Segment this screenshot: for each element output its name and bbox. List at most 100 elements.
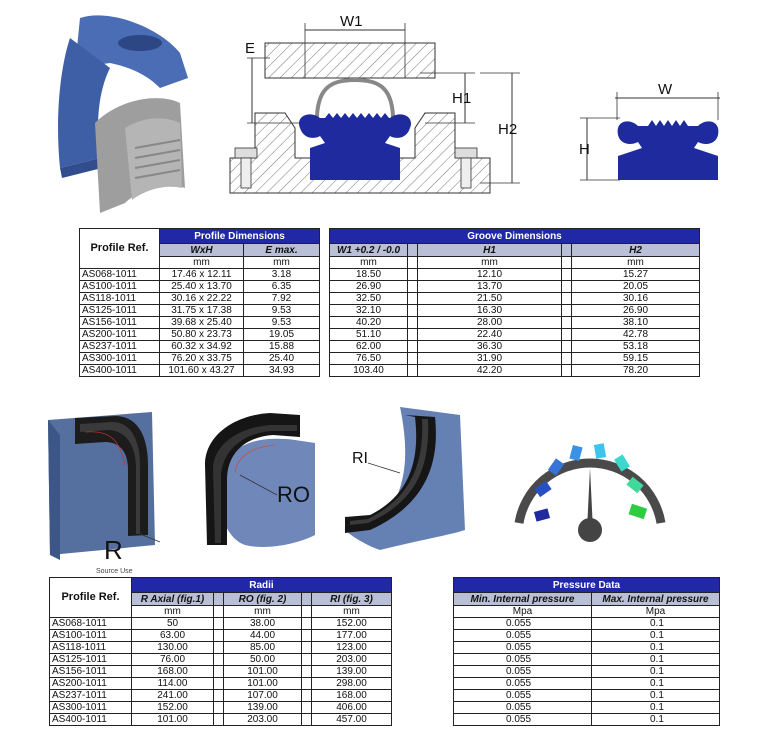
unit-cell: mm xyxy=(417,256,562,269)
spacer-cell xyxy=(561,328,572,341)
spacer-cell xyxy=(561,268,572,281)
table-cell: 0.055 xyxy=(453,629,592,642)
spacer-cell xyxy=(301,641,312,654)
table-cell: 114.00 xyxy=(131,677,214,690)
spacer-cell xyxy=(213,701,224,714)
spacer-cell xyxy=(213,665,224,678)
table-cell: 101.00 xyxy=(131,713,214,726)
spacer-cell xyxy=(213,713,224,726)
profile-ref-cell: AS400-1011 xyxy=(49,713,132,726)
spacer-cell xyxy=(213,641,224,654)
unit-cell: mm xyxy=(329,256,408,269)
profile-ref-cell: AS068-1011 xyxy=(49,617,132,630)
profile-ref-cell: AS237-1011 xyxy=(49,689,132,702)
table-cell: 60.32 x 34.92 xyxy=(159,340,244,353)
spacer-cell xyxy=(213,677,224,690)
fig1-axial-radius-render: R Source Use xyxy=(48,412,161,575)
profile-ref-cell: AS068-1011 xyxy=(79,268,160,281)
spacer-cell xyxy=(320,281,330,293)
unit-cell: mm xyxy=(571,256,700,269)
profile-ref-header: Profile Ref. xyxy=(79,228,160,269)
spacer-cell xyxy=(407,340,418,353)
col-header: RO (fig. 2) xyxy=(223,592,302,606)
spacer-cell xyxy=(301,653,312,666)
table-cell: 130.00 xyxy=(131,641,214,654)
table-cell: 0.055 xyxy=(453,617,592,630)
table-cell: 63.00 xyxy=(131,629,214,642)
profile-ref-cell: AS118-1011 xyxy=(79,292,160,305)
table-cell: 139.00 xyxy=(311,665,392,678)
spacer-cell xyxy=(407,364,418,377)
spacer-cell xyxy=(320,269,330,281)
table-cell: 0.1 xyxy=(591,653,720,666)
spacer-cell xyxy=(301,689,312,702)
profile-ref-cell: AS200-1011 xyxy=(49,677,132,690)
unit-cell: Mpa xyxy=(453,605,592,618)
table-cell: 241.00 xyxy=(131,689,214,702)
table-cell: 406.00 xyxy=(311,701,392,714)
table-cell: 18.50 xyxy=(329,268,408,281)
table-cell: 101.00 xyxy=(223,665,302,678)
spacer-cell xyxy=(407,316,418,329)
table-cell: 76.20 x 33.75 xyxy=(159,352,244,365)
table-cell: 9.53 xyxy=(243,316,320,329)
spacer-cell xyxy=(407,268,418,281)
table-cell: 44.00 xyxy=(223,629,302,642)
spacer-cell xyxy=(320,329,330,341)
spacer-cell xyxy=(213,689,224,702)
table-cell: 22.40 xyxy=(417,328,562,341)
table-cell: 26.90 xyxy=(329,280,408,293)
table-cell: 0.055 xyxy=(453,665,592,678)
col-header: RI (fig. 3) xyxy=(311,592,392,606)
col-header: H2 xyxy=(571,243,700,257)
spacer-cell xyxy=(301,617,312,630)
table-cell: 85.00 xyxy=(223,641,302,654)
spacer-cell xyxy=(213,617,224,630)
spacer-cell xyxy=(320,305,330,317)
spacer-cell xyxy=(320,317,330,329)
table-cell: 12.10 xyxy=(417,268,562,281)
spacer-cell xyxy=(407,280,418,293)
unit-cell: mm xyxy=(243,256,320,269)
table-cell: 0.055 xyxy=(453,653,592,666)
table-cell: 168.00 xyxy=(131,665,214,678)
table-cell: 0.1 xyxy=(591,641,720,654)
table-cell: 32.10 xyxy=(329,304,408,317)
label-w: W xyxy=(658,81,673,98)
table-cell: 152.00 xyxy=(131,701,214,714)
profile-ref-cell: AS118-1011 xyxy=(49,641,132,654)
table-cell: 9.53 xyxy=(243,304,320,317)
table-cell: 76.50 xyxy=(329,352,408,365)
table-cell: 0.1 xyxy=(591,689,720,702)
pressure-gauge-icon xyxy=(514,443,666,542)
radii-ref-header: Profile Ref. xyxy=(49,577,132,618)
radii-table: Profile Ref. Radii R Axial (fig.1) RO (f… xyxy=(49,577,392,726)
col-header: WxH xyxy=(159,243,244,257)
table-cell: 0.1 xyxy=(591,629,720,642)
seal-profile-dimensions: W H xyxy=(579,81,720,181)
spacer-cell xyxy=(561,292,572,305)
pressure-header: Pressure Data xyxy=(453,577,720,593)
table-cell: 203.00 xyxy=(311,653,392,666)
table-cell: 53.18 xyxy=(571,340,700,353)
table-cell: 13.70 xyxy=(417,280,562,293)
spacer-cell xyxy=(561,304,572,317)
col-header: W1 +0.2 / -0.0 xyxy=(329,243,408,257)
table-cell: 139.00 xyxy=(223,701,302,714)
label-ro: RO xyxy=(277,482,310,507)
table-cell: 0.1 xyxy=(591,617,720,630)
spacer-cell xyxy=(407,292,418,305)
